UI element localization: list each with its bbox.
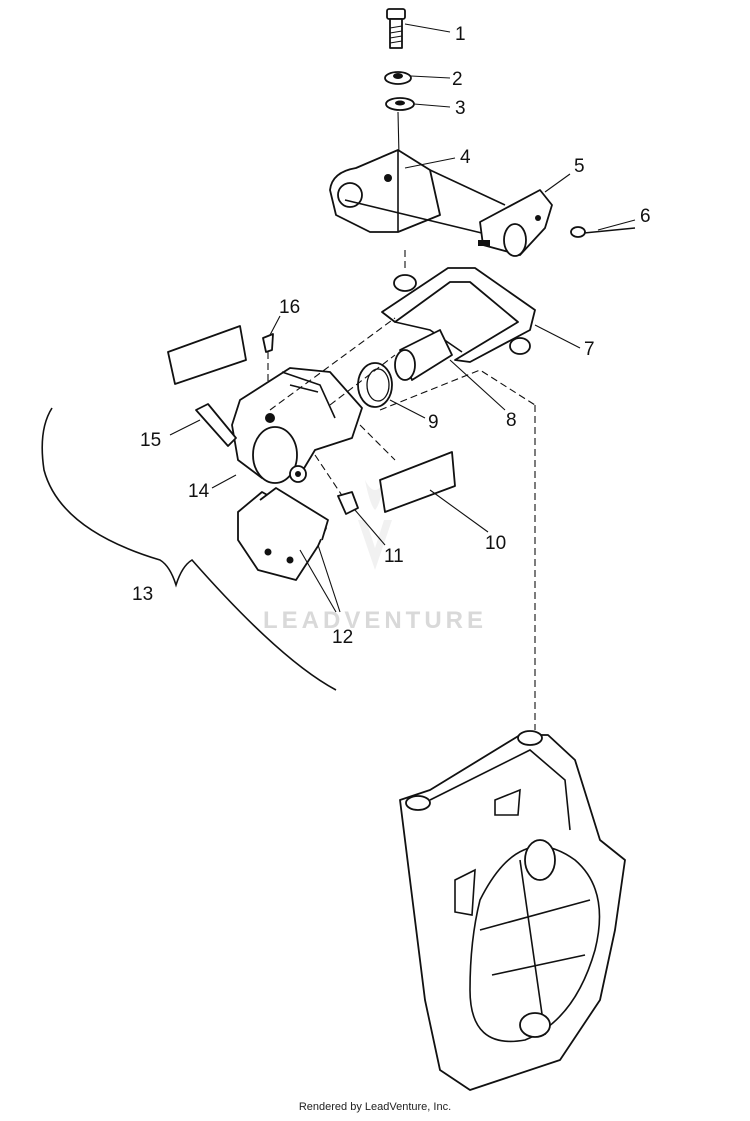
leader-lines xyxy=(169,23,636,613)
part-2-nut xyxy=(384,71,412,85)
callout-3: 3 xyxy=(455,98,466,119)
callout-14: 14 xyxy=(188,481,210,502)
part-16-bleed-screw xyxy=(262,333,274,353)
callout-5: 5 xyxy=(574,156,585,177)
part-8-piston xyxy=(394,329,453,381)
part-14-caliper xyxy=(231,367,363,484)
watermark-text: LEADVENTURE xyxy=(263,607,487,634)
callout-13: 13 xyxy=(132,584,153,605)
callout-10: 10 xyxy=(485,533,506,554)
part-4-bracket xyxy=(329,149,506,236)
callout-8: 8 xyxy=(506,410,517,431)
callout-11: 11 xyxy=(384,546,404,567)
housing-casting xyxy=(399,730,626,1091)
part-10-shim xyxy=(379,451,456,513)
shim-upper xyxy=(167,325,247,385)
callout-1: 1 xyxy=(455,24,466,45)
callout-12: 12 xyxy=(332,627,353,648)
bracket-13 xyxy=(41,407,337,691)
part-3-washer xyxy=(385,97,415,111)
callout-16: 16 xyxy=(279,297,300,318)
watermark-logo xyxy=(358,480,392,570)
part-9-seal xyxy=(357,362,393,408)
part-7-yoke xyxy=(381,267,536,363)
part-12-pads xyxy=(237,487,329,581)
callout-4: 4 xyxy=(460,147,471,168)
part-5-pivot-sleeve xyxy=(478,189,553,257)
footer-credit: Rendered by LeadVenture, Inc. xyxy=(298,1101,452,1113)
callout-15: 15 xyxy=(140,430,161,451)
part-1-bolt xyxy=(386,8,406,49)
part-11-fitting xyxy=(337,491,359,515)
callout-7: 7 xyxy=(584,339,595,360)
part-6-pin xyxy=(570,226,636,238)
callout-2: 2 xyxy=(452,69,463,90)
part-15-brake-line xyxy=(195,403,237,447)
callout-6: 6 xyxy=(640,206,651,227)
callout-9: 9 xyxy=(428,412,439,433)
